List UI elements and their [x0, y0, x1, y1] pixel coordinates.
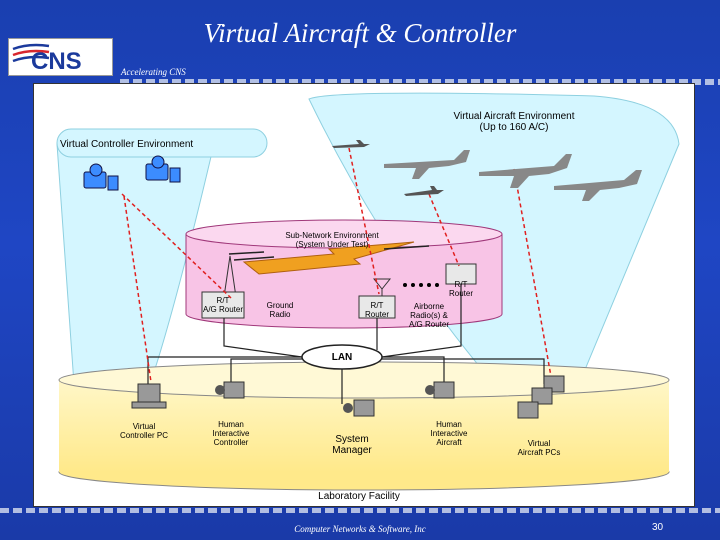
- cns-logo-graphic: CNS: [12, 43, 82, 75]
- label-line: Ground: [266, 301, 294, 310]
- label-line: A/G Router: [408, 320, 449, 329]
- ground-router-label: R/T A/G Router: [202, 296, 244, 314]
- aircraft-link-1: [348, 147, 380, 295]
- aircraft-link-2: [428, 193, 460, 267]
- tagline: Accelerating CNS: [121, 67, 186, 77]
- label-line: Virtual: [527, 439, 551, 448]
- header-divider: [120, 79, 720, 85]
- diagram-panel: Virtual Aircraft Environment (Up to 160 …: [33, 83, 695, 507]
- label-line: Sub-Network Environment: [285, 231, 379, 240]
- computer-icons: [131, 375, 565, 419]
- page-number: 30: [652, 522, 664, 533]
- logo-text: CNS: [31, 48, 82, 75]
- page-title: Virtual Aircraft & Controller: [203, 18, 517, 48]
- system-manager-label: System Manager: [320, 434, 384, 456]
- label-line: Manager: [332, 445, 372, 456]
- label-line: Virtual: [132, 422, 156, 431]
- virtual-controller-env-label: Virtual Controller Environment: [60, 139, 194, 150]
- label-line: R/T: [216, 296, 230, 305]
- footer-divider: [0, 508, 720, 513]
- label-line: Airborne: [413, 302, 445, 311]
- operator-icons: [215, 385, 435, 413]
- label-line: Controller: [213, 438, 249, 447]
- label-line: Interactive: [212, 429, 250, 438]
- label-line: Human: [436, 420, 462, 429]
- small-aircraft-icons: [332, 140, 444, 196]
- label-line: Human: [218, 420, 244, 429]
- label-line: Radio(s) &: [410, 311, 448, 320]
- label-line: Router: [448, 289, 473, 298]
- airborne-label: Airborne Radio(s) & A/G Router: [404, 302, 454, 329]
- ground-router-box: [201, 291, 245, 319]
- label-line: A/G Router: [202, 305, 243, 314]
- label-line: R/T: [454, 280, 468, 289]
- label-line: R/T: [370, 301, 384, 310]
- subnetwork-label: Sub-Network Environment (System Under Te…: [272, 231, 392, 249]
- controller-pc-link: [123, 195, 152, 383]
- label-line: Virtual Aircraft Environment: [453, 111, 575, 122]
- human-aircraft-label: Human Interactive Aircraft: [414, 420, 484, 447]
- label-line: Aircraft: [436, 438, 462, 447]
- footer-company: Computer Networks & Software, Inc: [294, 524, 426, 534]
- label-line: Interactive: [430, 429, 468, 438]
- virtual-controller-icon-2: [145, 155, 181, 183]
- diagram-canvas: [56, 92, 680, 491]
- aircraft-icons: [384, 150, 642, 201]
- virtual-controller-icon: [83, 163, 119, 191]
- label-line: Aircraft PCs: [517, 448, 561, 457]
- label-line: (Up to 160 A/C): [479, 122, 549, 133]
- air-antenna-icon: [372, 278, 392, 290]
- virtual-aircraft-pcs-label: Virtual Aircraft PCs: [504, 439, 574, 457]
- virtual-controller-pc-label: Virtual Controller PC: [104, 422, 184, 440]
- air-router-label: R/T Router: [359, 301, 395, 319]
- human-controller-label: Human Interactive Controller: [196, 420, 266, 447]
- label-line: Controller PC: [119, 431, 168, 440]
- ground-radio-label: Ground Radio: [260, 301, 300, 319]
- rt-router-label: R/T Router: [446, 280, 476, 298]
- radio-link-bolt: [242, 241, 415, 275]
- lan-label: LAN: [331, 352, 353, 363]
- label-line: Router: [364, 310, 389, 319]
- company-logo: CNS: [8, 38, 113, 76]
- virtual-aircraft-env-label: Virtual Aircraft Environment (Up to 160 …: [414, 111, 614, 133]
- aircraft-pc-link: [513, 168, 553, 383]
- label-line: System: [335, 434, 369, 445]
- lab-facility-label: Laboratory Facility: [318, 491, 400, 502]
- label-line: (System Under Test): [295, 240, 369, 249]
- label-line: Radio: [269, 310, 291, 319]
